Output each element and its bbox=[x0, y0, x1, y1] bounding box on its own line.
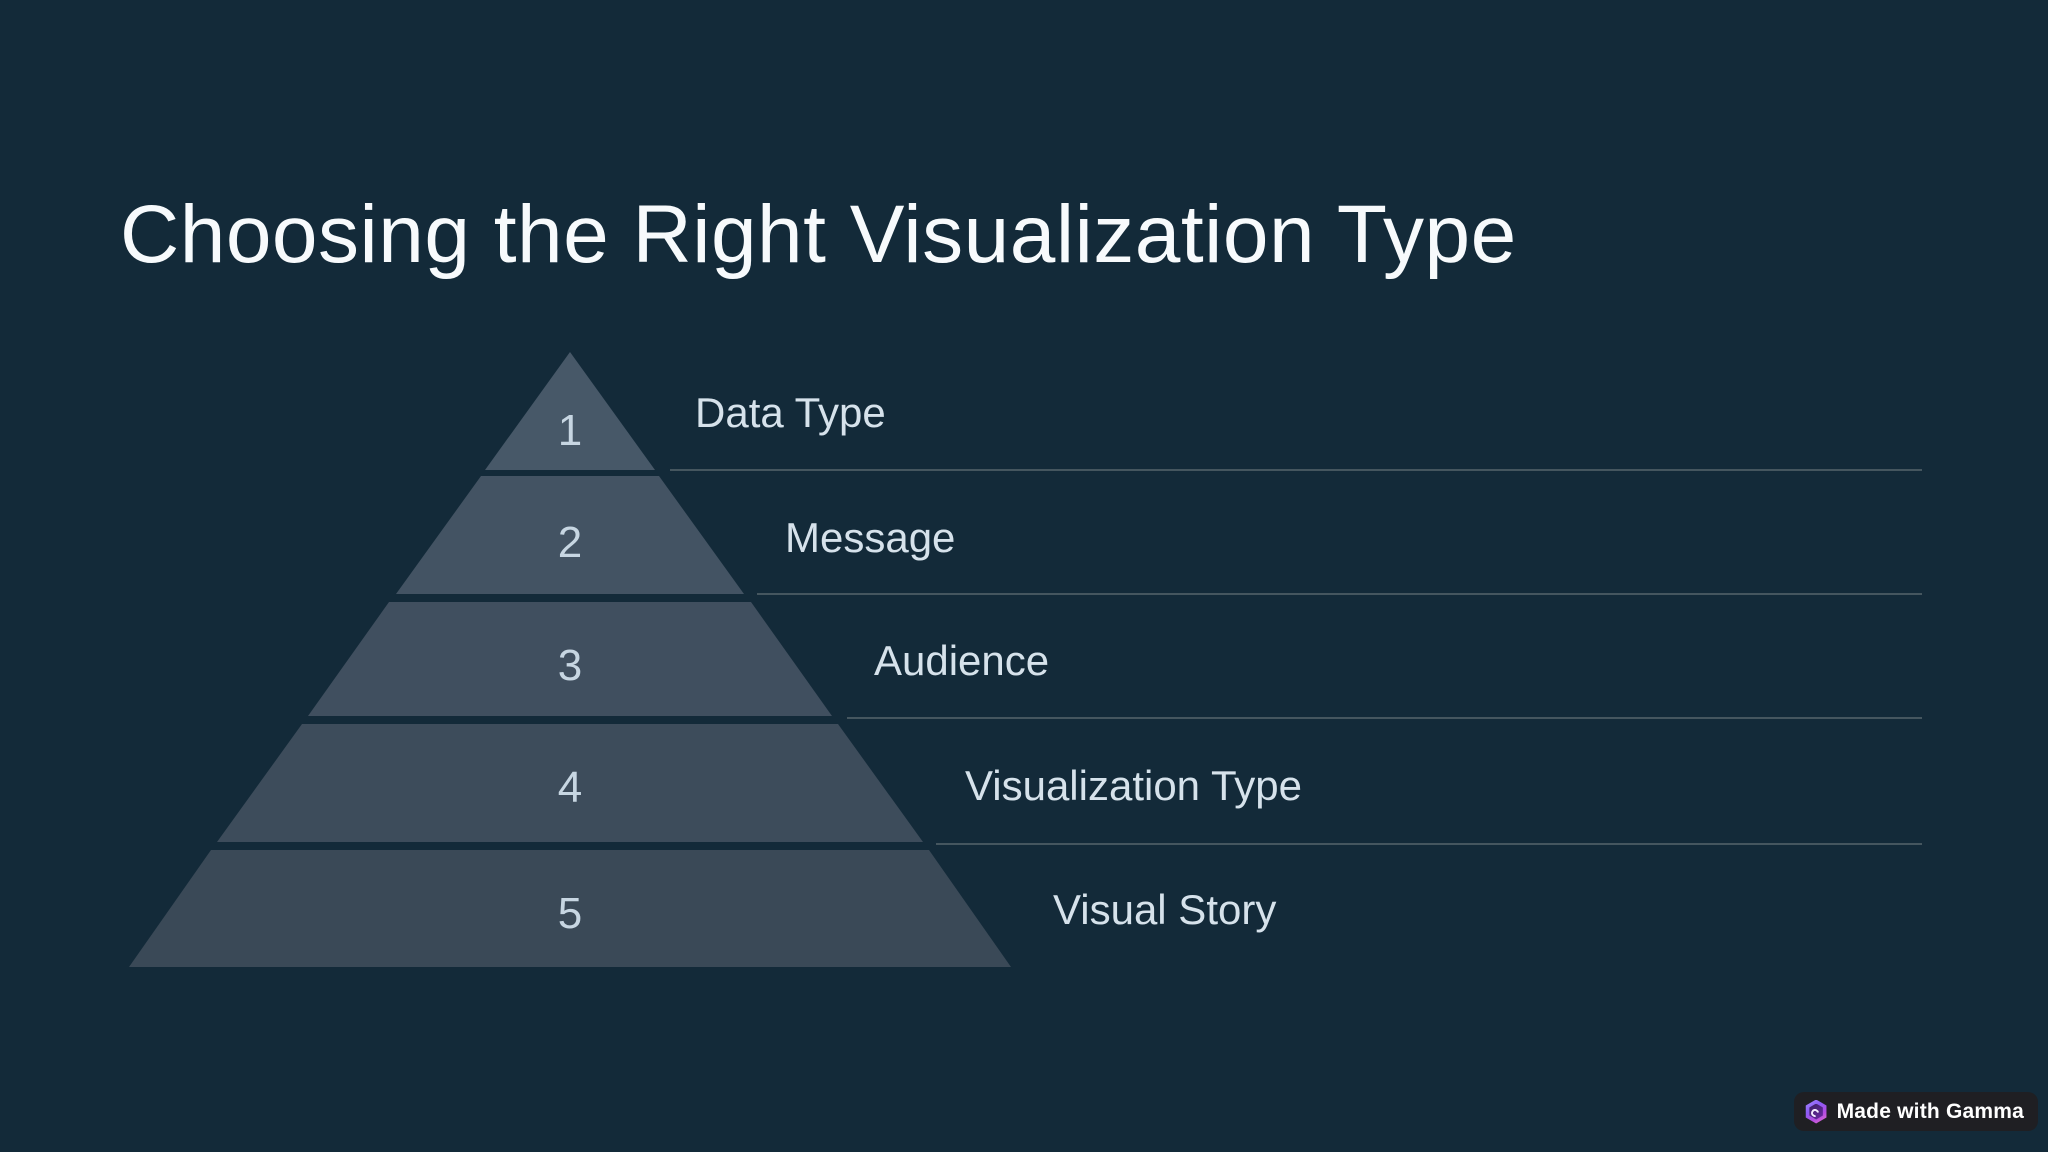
pyramid-level-4-number: 4 bbox=[557, 763, 583, 812]
pyramid-level-5-number: 5 bbox=[557, 889, 583, 938]
pyramid-level-2-shape bbox=[396, 476, 744, 594]
pyramid-level-1-shape bbox=[485, 352, 655, 470]
pyramid-level-3-shape bbox=[308, 602, 832, 716]
pyramid-level-3-label: Audience bbox=[874, 637, 1050, 684]
made-with-gamma-label: Made with Gamma bbox=[1836, 1099, 2024, 1123]
level-3-divider-line bbox=[847, 717, 1922, 719]
pyramid-level-3-number: 3 bbox=[557, 641, 583, 690]
level-4-divider-line bbox=[936, 843, 1922, 845]
made-with-gamma-badge[interactable]: Made with Gamma bbox=[1793, 1092, 2038, 1131]
gamma-logo-icon bbox=[1805, 1099, 1827, 1124]
pyramid-level-4-shape bbox=[217, 724, 923, 842]
level-2-divider-line bbox=[757, 593, 1922, 595]
pyramid-level-5-label: Visual Story bbox=[1053, 886, 1277, 933]
level-1-divider-line bbox=[670, 469, 1922, 471]
pyramid-level-2-number: 2 bbox=[557, 518, 583, 567]
pyramid-level-2-label: Message bbox=[785, 514, 956, 561]
pyramid-level-1-label: Data Type bbox=[695, 389, 886, 436]
pyramid-level-1-number: 1 bbox=[557, 406, 583, 455]
pyramid-level-5-shape bbox=[129, 850, 1011, 967]
pyramid-level-4-label: Visualization Type bbox=[965, 762, 1303, 809]
slide-title: Choosing the Right Visualization Type bbox=[120, 189, 1517, 280]
